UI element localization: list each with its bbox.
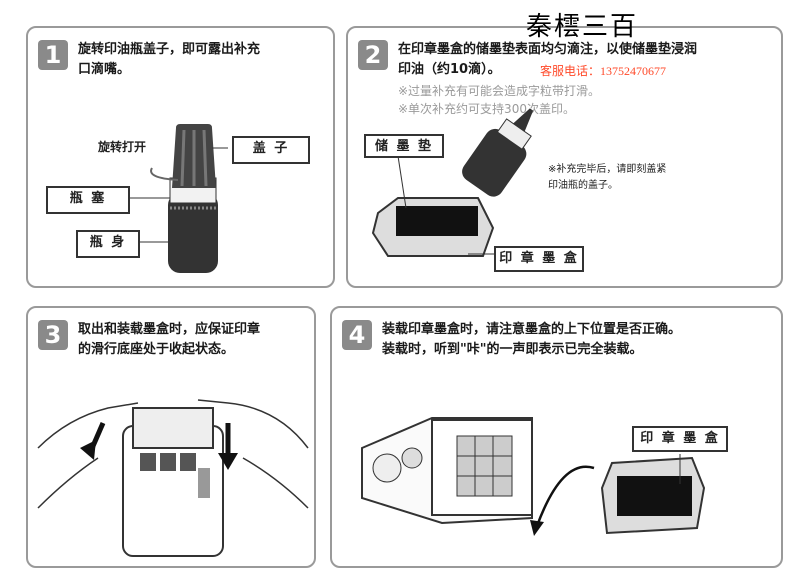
cartridge-refill-illustration [371, 108, 534, 257]
brand-watermark: 秦橒三百 [526, 12, 639, 42]
stopper-label: 瓶 塞 [46, 186, 130, 214]
step-instruction: 取出和装载墨盒时，应保证印章 的滑行底座处于收起状态。 [78, 322, 261, 357]
step-instruction: 装载印章墨盒时，请注意墨盒的上下位置是否正确。 装载时，听到"咔"的一声即表示已… [382, 322, 682, 357]
step-2-panel: 2 在印章墨盒的储墨垫表面均匀滴注，以使储墨垫浸润 印油（约10滴）。 ※过量补… [346, 26, 783, 288]
contact-watermark: 客服电话：13752470677 [540, 64, 667, 78]
ink-pad-label: 储 墨 垫 [364, 134, 444, 158]
step-1-panel: 1 旋转印油瓶盖子，即可露出补充 口滴嘴。 旋转打开 盖 子 瓶 塞 瓶 身 [26, 26, 335, 288]
step-4-panel: 4 装载印章墨盒时，请注意墨盒的上下位置是否正确。 装载时，听到"咔"的一声即表… [330, 306, 783, 568]
step-3-panel: 3 取出和装载墨盒时，应保证印章 的滑行底座处于收起状态。 [26, 306, 316, 568]
refill-note: ※补充完毕后，请即刻盖紧 印油瓶的盖子。 [548, 164, 667, 191]
bottle-body-label: 瓶 身 [76, 230, 140, 258]
note-overfill: ※过量补充有可能会造成字粒带打滑。 [398, 84, 601, 98]
step-instruction: 旋转印油瓶盖子，即可露出补充 口滴嘴。 [78, 42, 261, 77]
cartridge-label: 印 章 墨 盒 [632, 426, 728, 452]
step-instruction: 在印章墨盒的储墨垫表面均匀滴注，以使储墨垫浸润 印油（约10滴）。 [398, 42, 698, 77]
cartridge-install-illustration [361, 417, 706, 536]
cap-label: 盖 子 [232, 136, 310, 164]
step-number: 3 [38, 320, 68, 350]
stamp-handling-illustration [37, 399, 309, 557]
step-number: 2 [358, 40, 388, 70]
cartridge-label: 印 章 墨 盒 [494, 246, 584, 272]
ink-bottle-illustration [128, 124, 228, 273]
step-number: 1 [38, 40, 68, 70]
step-number: 4 [342, 320, 372, 350]
rotate-open-label: 旋转打开 [98, 140, 147, 154]
